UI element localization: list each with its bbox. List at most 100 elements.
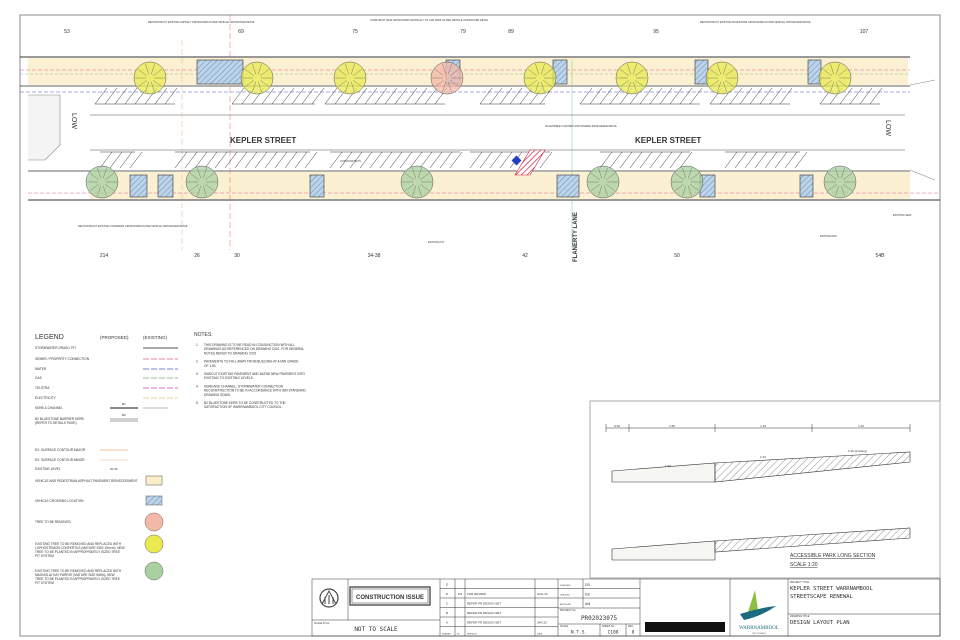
rev-label: REV [628,625,633,628]
dial-before-you-dig-badge [645,622,725,632]
tree-branch [205,173,215,180]
tree-branch [841,167,845,179]
south-footpath [90,172,910,199]
tree-branch [244,69,254,76]
scale-label: SCALE [560,625,569,628]
tree-replace-lophostemon-canopy [333,61,367,95]
tree-replace-magnolia [586,165,620,199]
accessible-parking-bay [514,149,546,176]
tree-branch [105,184,115,191]
parking-bay-line [839,87,853,105]
tree-branch [543,69,553,76]
tree-branch [258,81,262,93]
parking-bay-line [689,87,703,105]
site-plan: KEPLER STREET KEPLER STREET LOW LOW FLAN… [20,15,940,262]
tree-branch [97,167,101,179]
tree-branch [682,167,686,179]
tree-branch [442,63,446,75]
tree-branch [822,69,832,76]
tree-branch [633,81,637,93]
parking-bay-line [374,87,388,105]
vehicle-crossover [556,174,580,198]
tree-branch [412,167,416,179]
legend-item: STORMWATER DRAIN / PIT [35,346,178,350]
tree-branch [835,185,839,197]
rev-value: 0 [632,630,635,636]
note-number: 4. [196,384,199,388]
parking-bay-line [649,87,663,105]
tree-branch [103,185,107,197]
tree-branch [838,69,848,76]
tree-branch [527,69,537,76]
tree-to-be-removed-canopy [430,61,464,95]
parking-bay-line [399,151,413,169]
parking-bay-line [639,151,653,169]
vehicle-crossover [309,174,325,198]
parking-bay-line [124,87,138,105]
tree-branch [345,63,349,75]
parking-bay-line [294,151,308,169]
dimension: 1.16 [858,424,864,428]
legend-item: B2 BLUESTONE BARRIER KERB(REFER TO DETAI… [35,413,138,425]
revision-number: D [446,592,449,596]
tree-branch [598,185,602,197]
parking-bay-line [424,87,438,105]
signoff-role: DESIGNED [560,585,571,587]
parking-bay-line [439,151,453,169]
parking-bay-line [669,151,683,169]
tree-branch [590,184,600,191]
parking-bay-line [271,87,285,105]
parking-bay-line [329,151,343,169]
low-label-east: LOW [884,120,891,136]
parking-bay-line [304,151,318,169]
tree-branch [688,185,692,197]
tree-branch [105,173,115,180]
tree-branch [688,167,692,179]
parking-bay-line [489,151,503,169]
signoff-name: AM [585,602,590,606]
annotation: RECONSTRUCT EXISTING BLUESTONE CROSSOVER… [700,21,812,24]
legend-tree-symbol [144,561,164,581]
parking-bay-line [639,87,653,105]
property-number: 214 [100,253,109,259]
tree-replace-magnolia [400,165,434,199]
parking-bay-line [379,151,393,169]
legend-item: ELECTRICITY [35,396,178,400]
parking-bay-line [724,151,738,169]
parking-bay-line [609,87,623,105]
tree-branch [717,81,721,93]
tree-branch [337,69,347,76]
revision-description: REFER PR DESIGN SET [467,621,501,625]
vehicle-crossover [799,174,814,198]
tree-branch [450,69,460,76]
tree-replace-lophostemon [523,61,557,95]
legend-swatch [145,495,163,506]
tree-branch [203,185,207,197]
legend-title: LEGEND [35,334,64,341]
tree-branch [205,184,215,191]
tree-branch [418,185,422,197]
annotation: EXISTING SEAT [893,214,912,217]
property-number: 107 [860,29,869,35]
revision-number: A [446,621,448,625]
tree-branch [674,173,684,180]
property-number: 42 [522,253,528,259]
tree-branch [830,63,834,75]
parking-bay-line [794,151,808,169]
tree-branch [351,63,355,75]
tree-branch [145,81,149,93]
parking-bay-line [489,87,503,105]
legend-item-label: EX. SURFACE CONTOUR MINOR [35,458,85,462]
legend-existing-header: (EXISTING) [143,335,168,340]
annotation: CONSTRUCT NEW CROSSOVER CENTRALLY TO CAR… [370,19,489,22]
legend-item-label: VEHICLE AND PEDESTRIAN ASPHALT PAVEMENT … [35,479,138,483]
legend-item-label: WATER [35,367,47,371]
tree-replace-magnolia [85,165,119,199]
parking-bay-line [119,151,133,169]
legend-item: TREE TO BE REMOVED [35,512,164,532]
tree-branch [843,173,853,180]
street-name-east: KEPLER STREET [635,136,701,145]
vehicle-crossover [157,174,174,198]
